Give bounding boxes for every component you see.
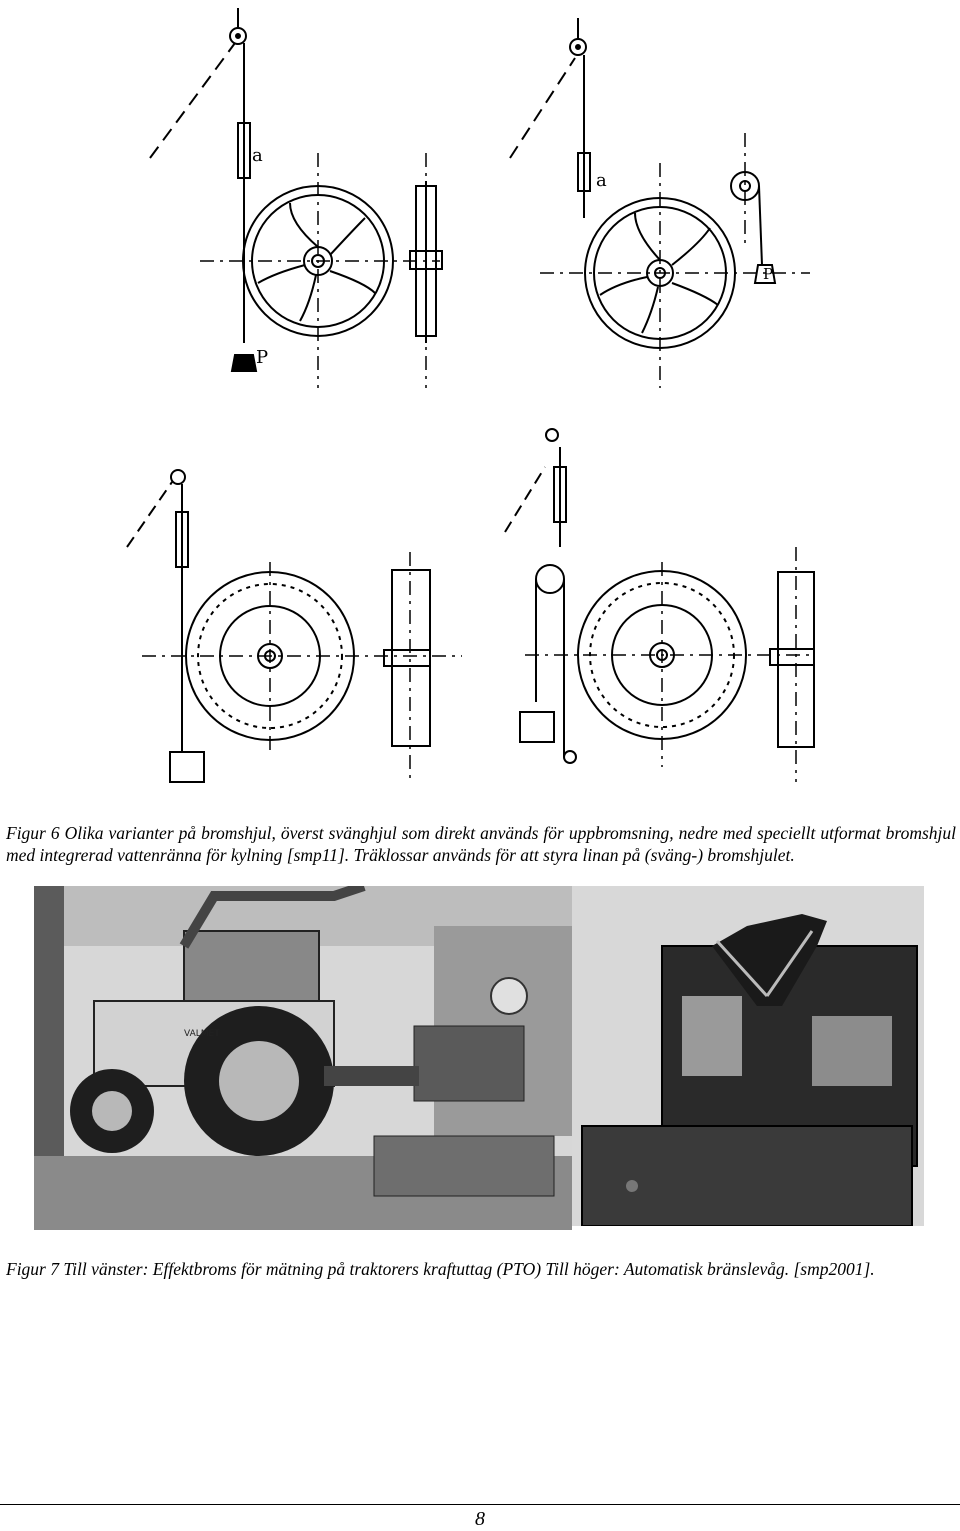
brake-wheel-drawing-1-svg — [126, 469, 462, 783]
pto-dynamometer-photo: VALMET — [34, 886, 572, 1230]
pto-dynamometer-photo-svg: VALMET — [34, 886, 572, 1230]
flywheel-drawing-2-svg: a P — [509, 18, 810, 388]
flywheel-drawing-1: a P — [140, 3, 480, 395]
flywheel-drawing-2: a P — [500, 3, 822, 395]
figure-6-caption: Figur 6 Olika varianter på bromshjul, öv… — [6, 823, 956, 865]
brake-wheel-drawing-2 — [500, 427, 822, 792]
fuel-scale-photo — [572, 886, 924, 1226]
brake-wheel-drawing-1 — [122, 452, 480, 792]
flywheel-drawing-1-svg: a P — [149, 8, 443, 388]
weight-label-p: P — [763, 265, 773, 283]
weight-label-a: a — [596, 170, 607, 191]
figure-7-caption: Figur 7 Till vänster: Effektbroms för mä… — [6, 1259, 875, 1279]
page-number: 8 — [475, 1508, 485, 1530]
footer-rule — [0, 1504, 960, 1505]
weight-label-a: a — [252, 145, 263, 166]
weight-label-p: P — [256, 347, 268, 368]
brake-wheel-drawing-2-svg — [504, 428, 815, 782]
fuel-scale-photo-svg — [572, 886, 924, 1226]
tractor-brand-label: VALMET — [184, 1029, 220, 1039]
